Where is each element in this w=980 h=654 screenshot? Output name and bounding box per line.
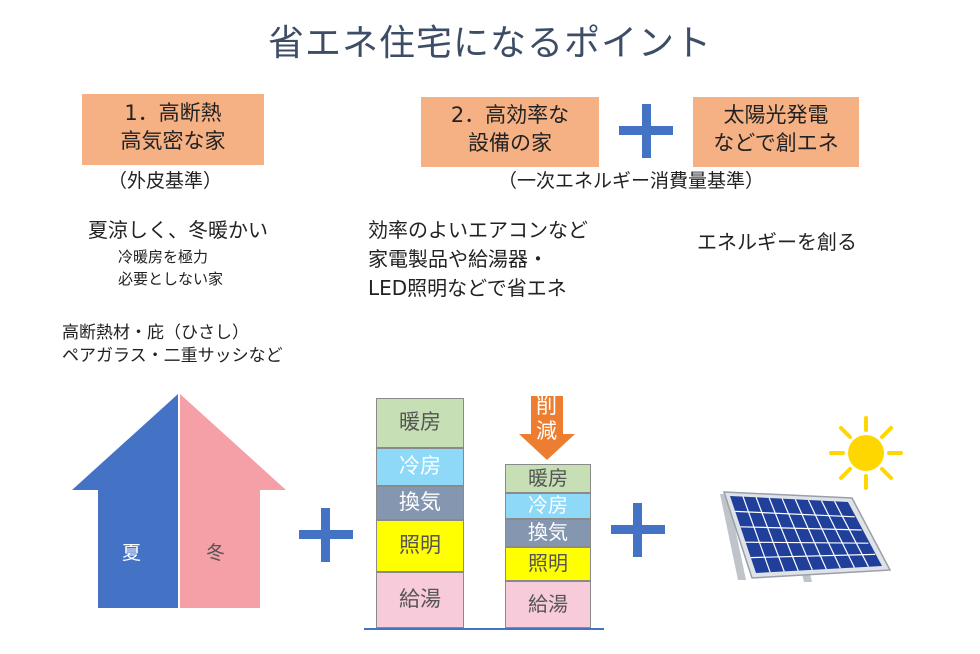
stack-before-label-2: 冷房: [399, 454, 441, 478]
house-wall-right: [180, 490, 260, 608]
desc1-sub2: 必要としない家: [118, 270, 224, 288]
desc3: エネルギーを創る: [697, 230, 857, 254]
point2-line1: 2．高効率な: [450, 103, 570, 127]
stack-after-block-3: 換気: [505, 519, 591, 547]
plus-icon-top: [619, 104, 673, 158]
point3-line2: などで創エネ: [713, 131, 839, 155]
desc2-line1: 効率のよいエアコンなど: [368, 218, 588, 242]
desc2-line2: 家電製品や給湯器・: [368, 247, 548, 271]
house-roof-right: [180, 394, 286, 490]
house-roof-left: [72, 394, 178, 490]
desc2: 効率のよいエアコンなど 家電製品や給湯器・ LED照明などで省エネ: [368, 216, 588, 303]
stack-after-block-1: 暖房: [505, 464, 591, 493]
reduction-label: 削減: [536, 394, 557, 443]
point1-line1: 1．高断熱: [124, 101, 222, 125]
stack-before-block-3: 換気: [376, 486, 464, 520]
house-illustration: [72, 394, 286, 608]
stack-before-block-1: 暖房: [376, 398, 464, 448]
house-winter-label: 冬: [206, 542, 226, 564]
point2-standard: （一次エネルギー消費量基準）: [498, 170, 765, 192]
stack-after-label-1: 暖房: [528, 466, 568, 490]
point2-line2: 設備の家: [468, 131, 552, 155]
stack-before-label-3: 換気: [399, 490, 441, 514]
point1-box: 1．高断熱 高気密な家: [82, 94, 264, 165]
desc2-line3: LED照明などで省エネ: [368, 276, 567, 300]
desc1-sub1: 冷暖房を極力: [118, 248, 209, 266]
point2-box: 2．高効率な 設備の家: [421, 97, 599, 167]
solar-panel-icon: [720, 416, 903, 582]
sun-icon: [829, 416, 903, 490]
point1-standard: （外皮基準）: [108, 170, 223, 192]
desc1-main: 夏涼しく、冬暖かい: [88, 218, 268, 242]
page-title: 省エネ住宅になるポイント: [267, 23, 712, 64]
plus-icon-right: [611, 503, 665, 557]
stack-before-block-5: 給湯: [376, 572, 464, 628]
stack-baseline: [364, 628, 604, 630]
house-wall-left: [98, 490, 178, 608]
point3-line1: 太陽光発電: [723, 103, 829, 127]
reduction-arrow-icon: [519, 396, 575, 460]
stack-before-label-1: 暖房: [399, 410, 441, 434]
stack-before-label-5: 給湯: [399, 587, 441, 611]
stack-after-block-2: 冷房: [505, 493, 591, 519]
stack-before-block-2: 冷房: [376, 448, 464, 486]
stack-after-label-4: 照明: [528, 551, 568, 575]
note-line2: ペアガラス・二重サッシなど: [62, 346, 283, 366]
plus-icon-left: [299, 508, 353, 562]
stack-after-label-2: 冷房: [528, 493, 568, 517]
stack-before-block-4: 照明: [376, 520, 464, 572]
stack-after-block-5: 給湯: [505, 581, 591, 628]
stack-after-block-4: 照明: [505, 547, 591, 581]
insulation-note: 高断熱材・庇（ひさし） ペアガラス・二重サッシなど: [62, 322, 283, 368]
point3-box: 太陽光発電 などで創エネ: [693, 97, 859, 167]
house-summer-label: 夏: [122, 542, 142, 564]
stack-after-label-3: 換気: [528, 520, 568, 544]
point1-line2: 高気密な家: [120, 129, 226, 153]
stack-before-label-4: 照明: [399, 533, 441, 557]
note-line1: 高断熱材・庇（ひさし）: [62, 323, 249, 343]
stack-after-label-5: 給湯: [528, 592, 568, 616]
